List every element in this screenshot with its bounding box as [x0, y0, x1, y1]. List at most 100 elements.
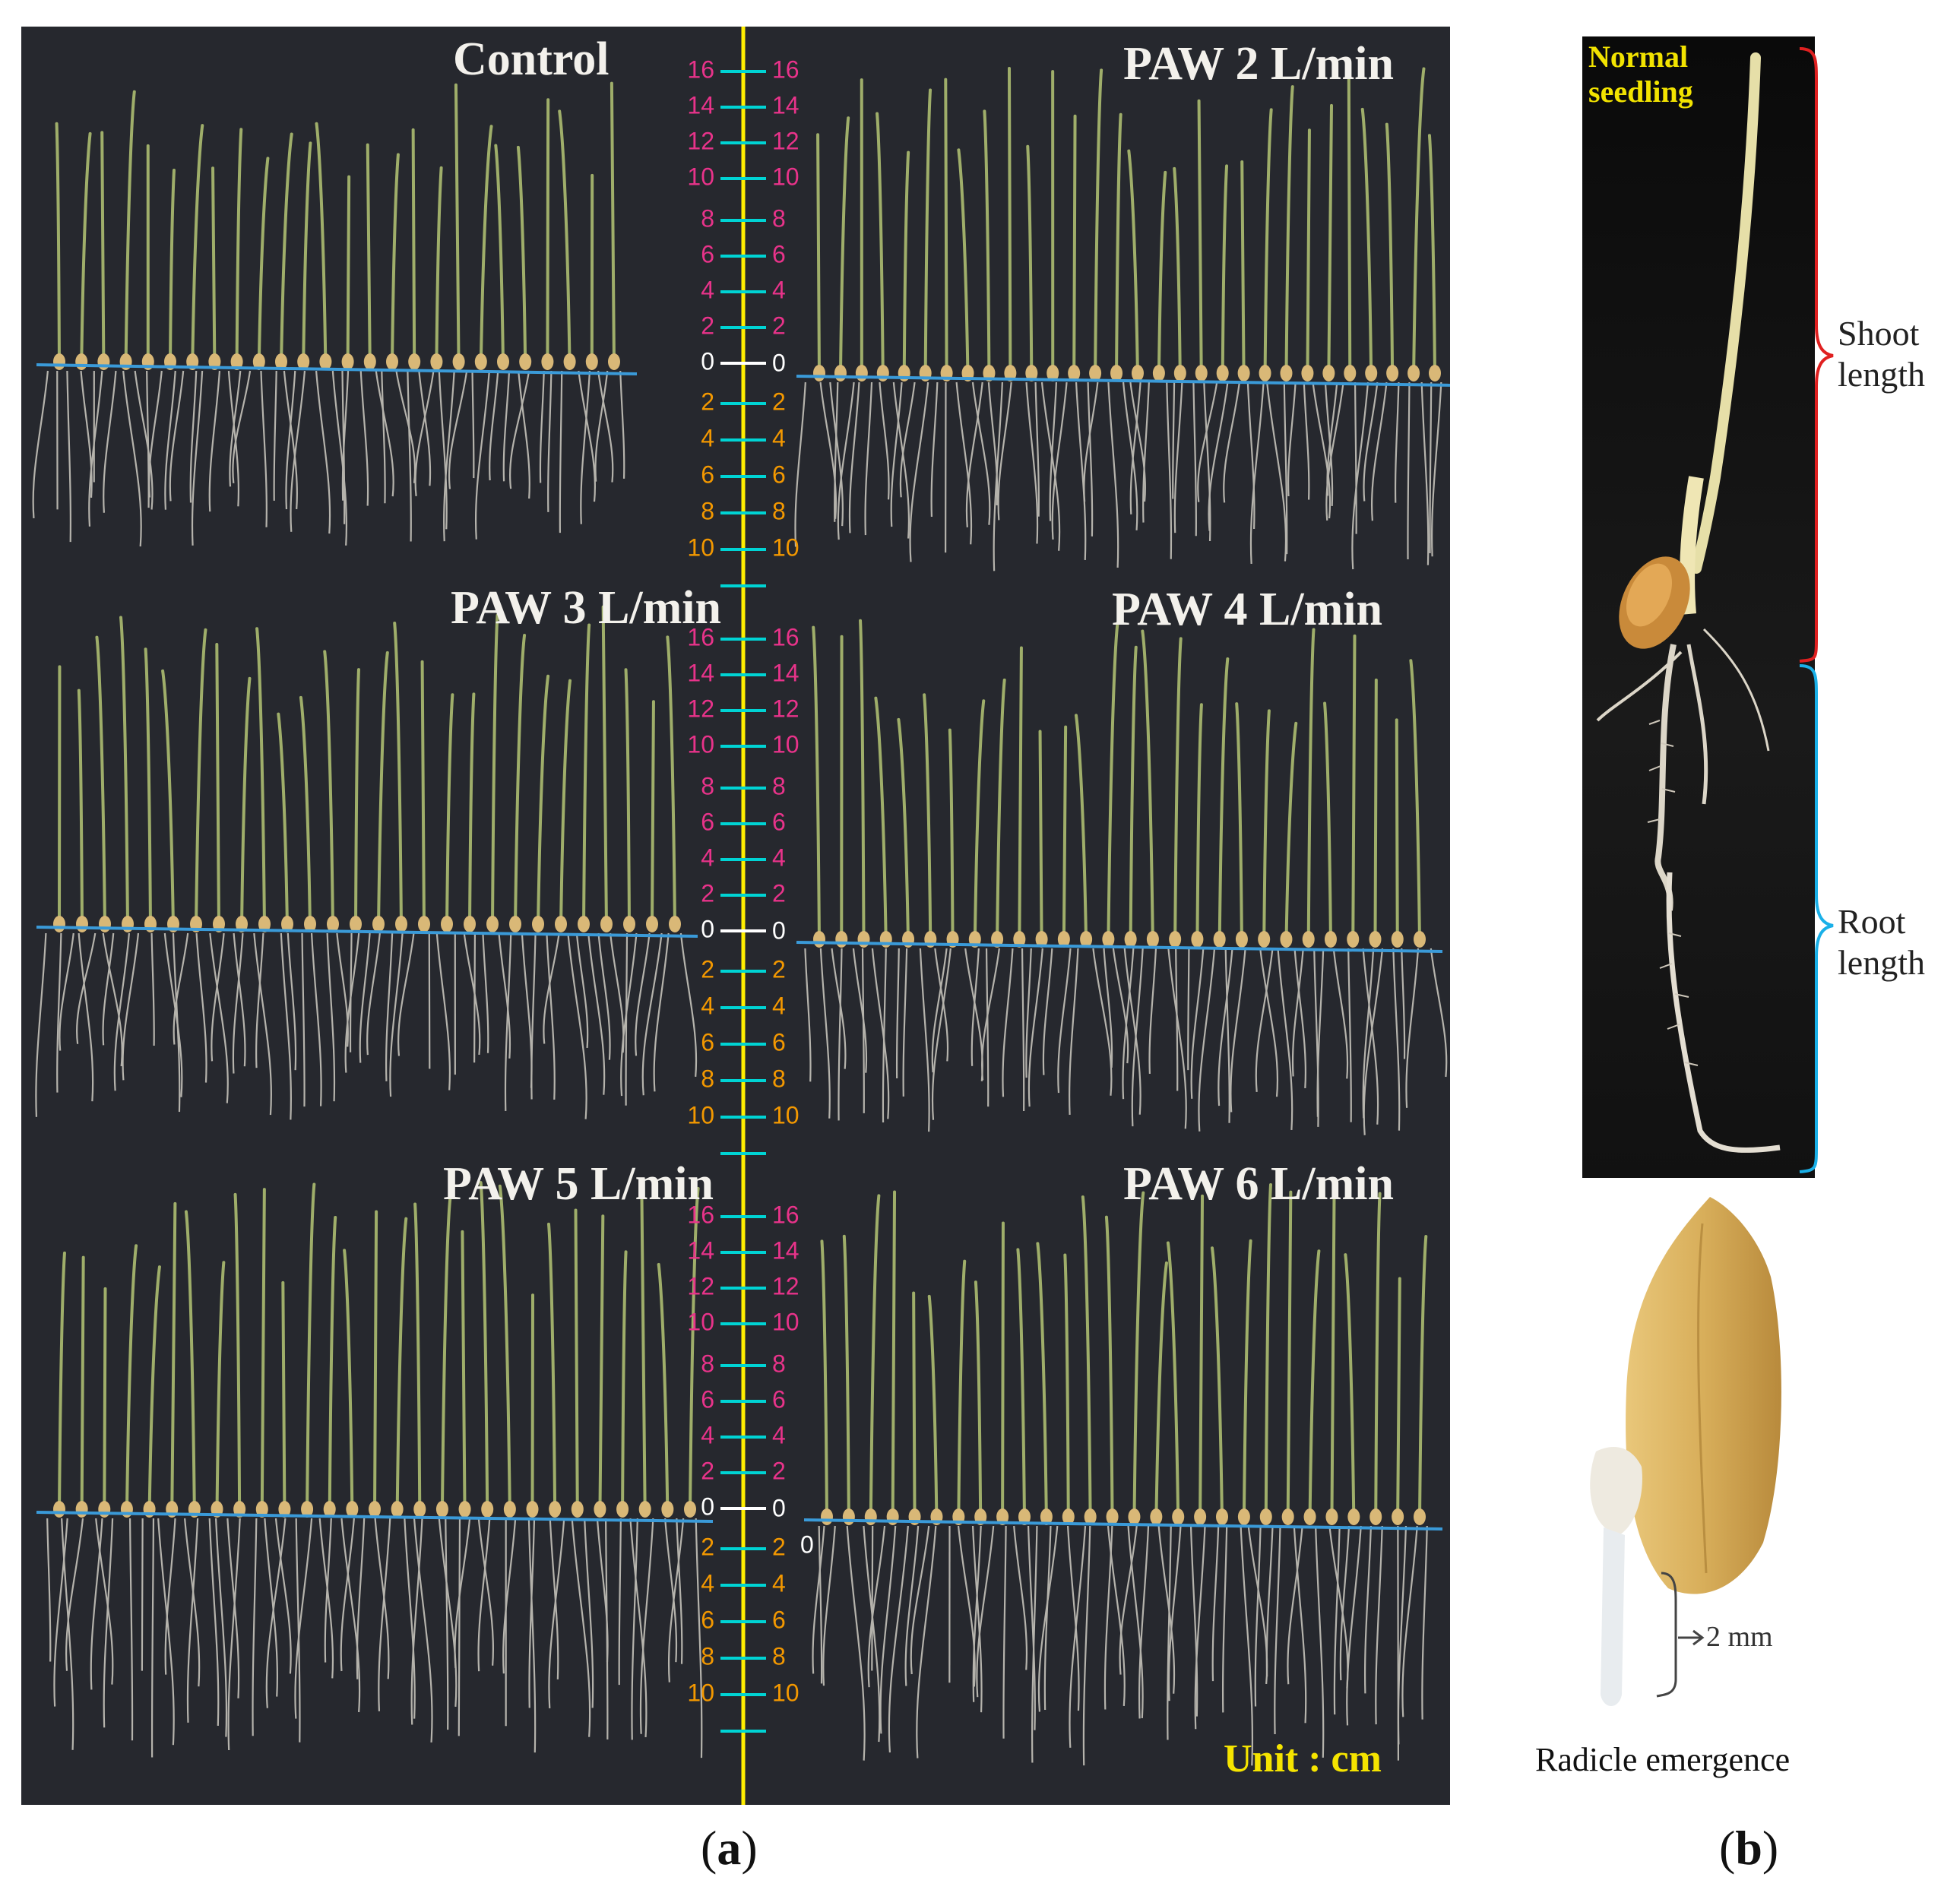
svg-text:4: 4 [701, 992, 714, 1019]
svg-text:8: 8 [701, 497, 714, 524]
svg-text:0: 0 [701, 915, 714, 942]
svg-text:6: 6 [701, 1028, 714, 1056]
svg-text:8: 8 [701, 1642, 714, 1670]
normal-seedling-photo: Normal seedling [1582, 36, 1815, 1178]
svg-text:8: 8 [772, 204, 786, 232]
svg-text:10: 10 [687, 163, 714, 190]
svg-text:8: 8 [772, 772, 786, 799]
svg-text:6: 6 [701, 1385, 714, 1413]
radicle-photo: 2 mm [1543, 1193, 1824, 1725]
svg-text:4: 4 [772, 992, 786, 1019]
title-control: Control [453, 33, 610, 85]
svg-text:4: 4 [701, 1421, 714, 1448]
normal-seedling-label: Normal seedling [1588, 40, 1693, 109]
svg-text:10: 10 [687, 1101, 714, 1129]
title-paw-5: PAW 5 L/min [443, 1158, 714, 1210]
svg-text:0: 0 [701, 347, 714, 375]
svg-text:2: 2 [701, 1533, 714, 1560]
svg-text:12: 12 [772, 695, 800, 722]
radicle-caption: Radicle emergence [1535, 1741, 1791, 1778]
svg-text:8: 8 [701, 1350, 714, 1377]
svg-text:6: 6 [701, 461, 714, 488]
svg-text:2: 2 [772, 955, 786, 983]
svg-text:0: 0 [800, 1531, 814, 1558]
svg-text:10: 10 [772, 1679, 800, 1706]
caption-b: (b) [1719, 1821, 1779, 1875]
svg-text:16: 16 [687, 623, 714, 651]
svg-text:12: 12 [772, 127, 800, 154]
svg-text:16: 16 [772, 1201, 800, 1228]
shoot-length-label: Shoot length [1838, 314, 1925, 394]
svg-text:2: 2 [772, 1457, 786, 1484]
svg-text:6: 6 [772, 1606, 786, 1633]
svg-text:4: 4 [772, 276, 786, 303]
caption-a: (a) [701, 1821, 758, 1875]
svg-text:12: 12 [687, 127, 714, 154]
svg-text:8: 8 [772, 1065, 786, 1092]
svg-text:2: 2 [701, 955, 714, 983]
svg-text:4: 4 [772, 424, 786, 451]
svg-text:14: 14 [772, 91, 800, 119]
svg-text:0: 0 [701, 1493, 714, 1520]
root-length-label: Root length [1838, 902, 1925, 982]
svg-text:10: 10 [772, 1101, 800, 1129]
svg-text:14: 14 [687, 1236, 714, 1264]
svg-text:10: 10 [772, 533, 800, 561]
svg-text:10: 10 [772, 163, 800, 190]
svg-text:2: 2 [701, 879, 714, 907]
svg-text:0: 0 [772, 349, 786, 376]
svg-text:10: 10 [687, 533, 714, 561]
svg-text:2: 2 [701, 312, 714, 339]
svg-text:10: 10 [772, 1308, 800, 1335]
svg-text:2: 2 [772, 1533, 786, 1560]
svg-text:2: 2 [772, 879, 786, 907]
radicle-measure: 2 mm [1706, 1621, 1773, 1653]
svg-text:4: 4 [772, 1569, 786, 1597]
svg-text:6: 6 [772, 1385, 786, 1413]
unit-label: Unit : cm [1224, 1737, 1382, 1781]
svg-text:12: 12 [772, 1272, 800, 1299]
title-paw-2: PAW 2 L/min [1123, 38, 1394, 90]
svg-text:12: 12 [687, 1272, 714, 1299]
svg-text:10: 10 [687, 1308, 714, 1335]
svg-text:10: 10 [687, 1679, 714, 1706]
root-bracket [1799, 664, 1834, 1173]
svg-text:14: 14 [687, 659, 714, 686]
svg-text:4: 4 [772, 1421, 786, 1448]
svg-text:8: 8 [772, 1350, 786, 1377]
radicle-drawing [1590, 1197, 1781, 1706]
normal-seedling-drawing [1596, 52, 1781, 1154]
svg-text:16: 16 [687, 1201, 714, 1228]
title-paw-4: PAW 4 L/min [1112, 584, 1382, 635]
svg-text:16: 16 [772, 55, 800, 83]
svg-text:4: 4 [701, 276, 714, 303]
length-brackets [1799, 47, 1834, 1173]
svg-text:0: 0 [772, 1494, 786, 1521]
svg-text:4: 4 [701, 1569, 714, 1597]
svg-text:4: 4 [701, 424, 714, 451]
svg-text:2: 2 [701, 388, 714, 415]
svg-text:8: 8 [772, 497, 786, 524]
svg-text:10: 10 [772, 730, 800, 758]
svg-text:8: 8 [772, 1642, 786, 1670]
svg-text:6: 6 [701, 1606, 714, 1633]
svg-text:14: 14 [687, 91, 714, 119]
svg-text:6: 6 [772, 240, 786, 267]
svg-text:6: 6 [701, 808, 714, 835]
svg-text:0: 0 [772, 916, 786, 944]
title-paw-6: PAW 6 L/min [1123, 1158, 1394, 1210]
title-paw-3: PAW 3 L/min [451, 582, 721, 634]
svg-text:2: 2 [701, 1457, 714, 1484]
svg-text:16: 16 [772, 623, 800, 651]
svg-text:10: 10 [687, 730, 714, 758]
shoot-bracket [1799, 47, 1834, 663]
svg-text:6: 6 [772, 1028, 786, 1056]
svg-text:14: 14 [772, 659, 800, 686]
svg-text:4: 4 [772, 844, 786, 871]
svg-text:6: 6 [772, 461, 786, 488]
svg-text:4: 4 [701, 844, 714, 871]
svg-text:8: 8 [701, 1065, 714, 1092]
svg-text:14: 14 [772, 1236, 800, 1264]
